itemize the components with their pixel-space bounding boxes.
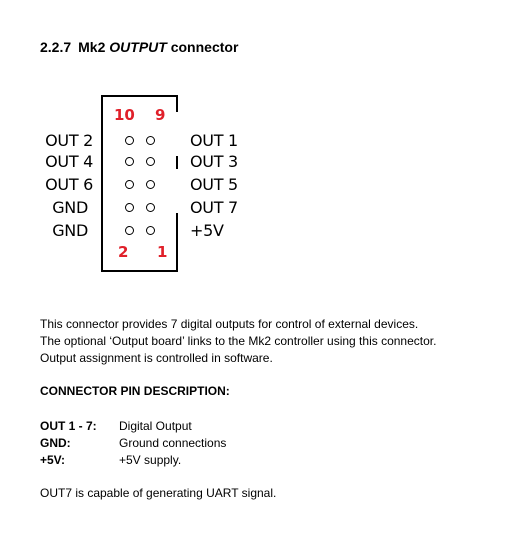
pin-number-10: 10	[114, 106, 135, 124]
right-pin-label: OUT 7	[190, 198, 238, 217]
pin-desc: +5V supply.	[119, 453, 182, 467]
pin-description-heading: CONNECTOR PIN DESCRIPTION:	[40, 384, 230, 398]
section-title-italic: OUTPUT	[109, 39, 167, 55]
pin-number-2: 2	[118, 243, 129, 261]
section-number: 2.2.7	[40, 39, 72, 55]
description-line: This connector provides 7 digital output…	[40, 317, 419, 331]
pin-hole	[125, 203, 134, 212]
left-pin-label: OUT 4	[45, 152, 93, 171]
pin-hole	[146, 226, 155, 235]
description-line: Output assignment is controlled in softw…	[40, 351, 273, 365]
right-pin-label: +5V	[190, 221, 224, 240]
pin-desc: Digital Output	[119, 419, 192, 433]
connector-key-notch-top	[175, 112, 179, 156]
pin-hole	[125, 157, 134, 166]
description-line: The optional ‘Output board’ links to the…	[40, 334, 437, 348]
left-pin-label: GND	[52, 221, 88, 240]
right-pin-label: OUT 5	[190, 175, 238, 194]
description-paragraph: This connector provides 7 digital output…	[40, 316, 510, 367]
pin-name: GND:	[40, 436, 71, 450]
pin-name: +5V:	[40, 453, 66, 467]
section-title-suffix: connector	[166, 39, 239, 55]
pin-number-1: 1	[157, 243, 168, 261]
pin-hole	[146, 180, 155, 189]
connector-key-notch-bottom	[175, 169, 179, 213]
pin-hole	[146, 203, 155, 212]
uart-note: OUT7 is capable of generating UART signa…	[40, 486, 277, 500]
pin-desc: Ground connections	[119, 436, 227, 450]
left-pin-label: OUT 6	[45, 175, 93, 194]
pin-hole	[125, 136, 134, 145]
pin-number-9: 9	[155, 106, 166, 124]
right-pin-label: OUT 1	[190, 131, 238, 150]
right-pin-label: OUT 3	[190, 152, 238, 171]
pin-hole	[146, 136, 155, 145]
pin-hole	[146, 157, 155, 166]
pin-name: OUT 1 - 7:	[40, 419, 97, 433]
pin-hole	[125, 226, 134, 235]
pin-hole	[125, 180, 134, 189]
section-title-prefix: Mk2	[78, 39, 110, 55]
left-pin-label: GND	[52, 198, 88, 217]
left-pin-label: OUT 2	[45, 131, 93, 150]
section-title: 2.2.7 Mk2 OUTPUT connector	[40, 39, 238, 55]
